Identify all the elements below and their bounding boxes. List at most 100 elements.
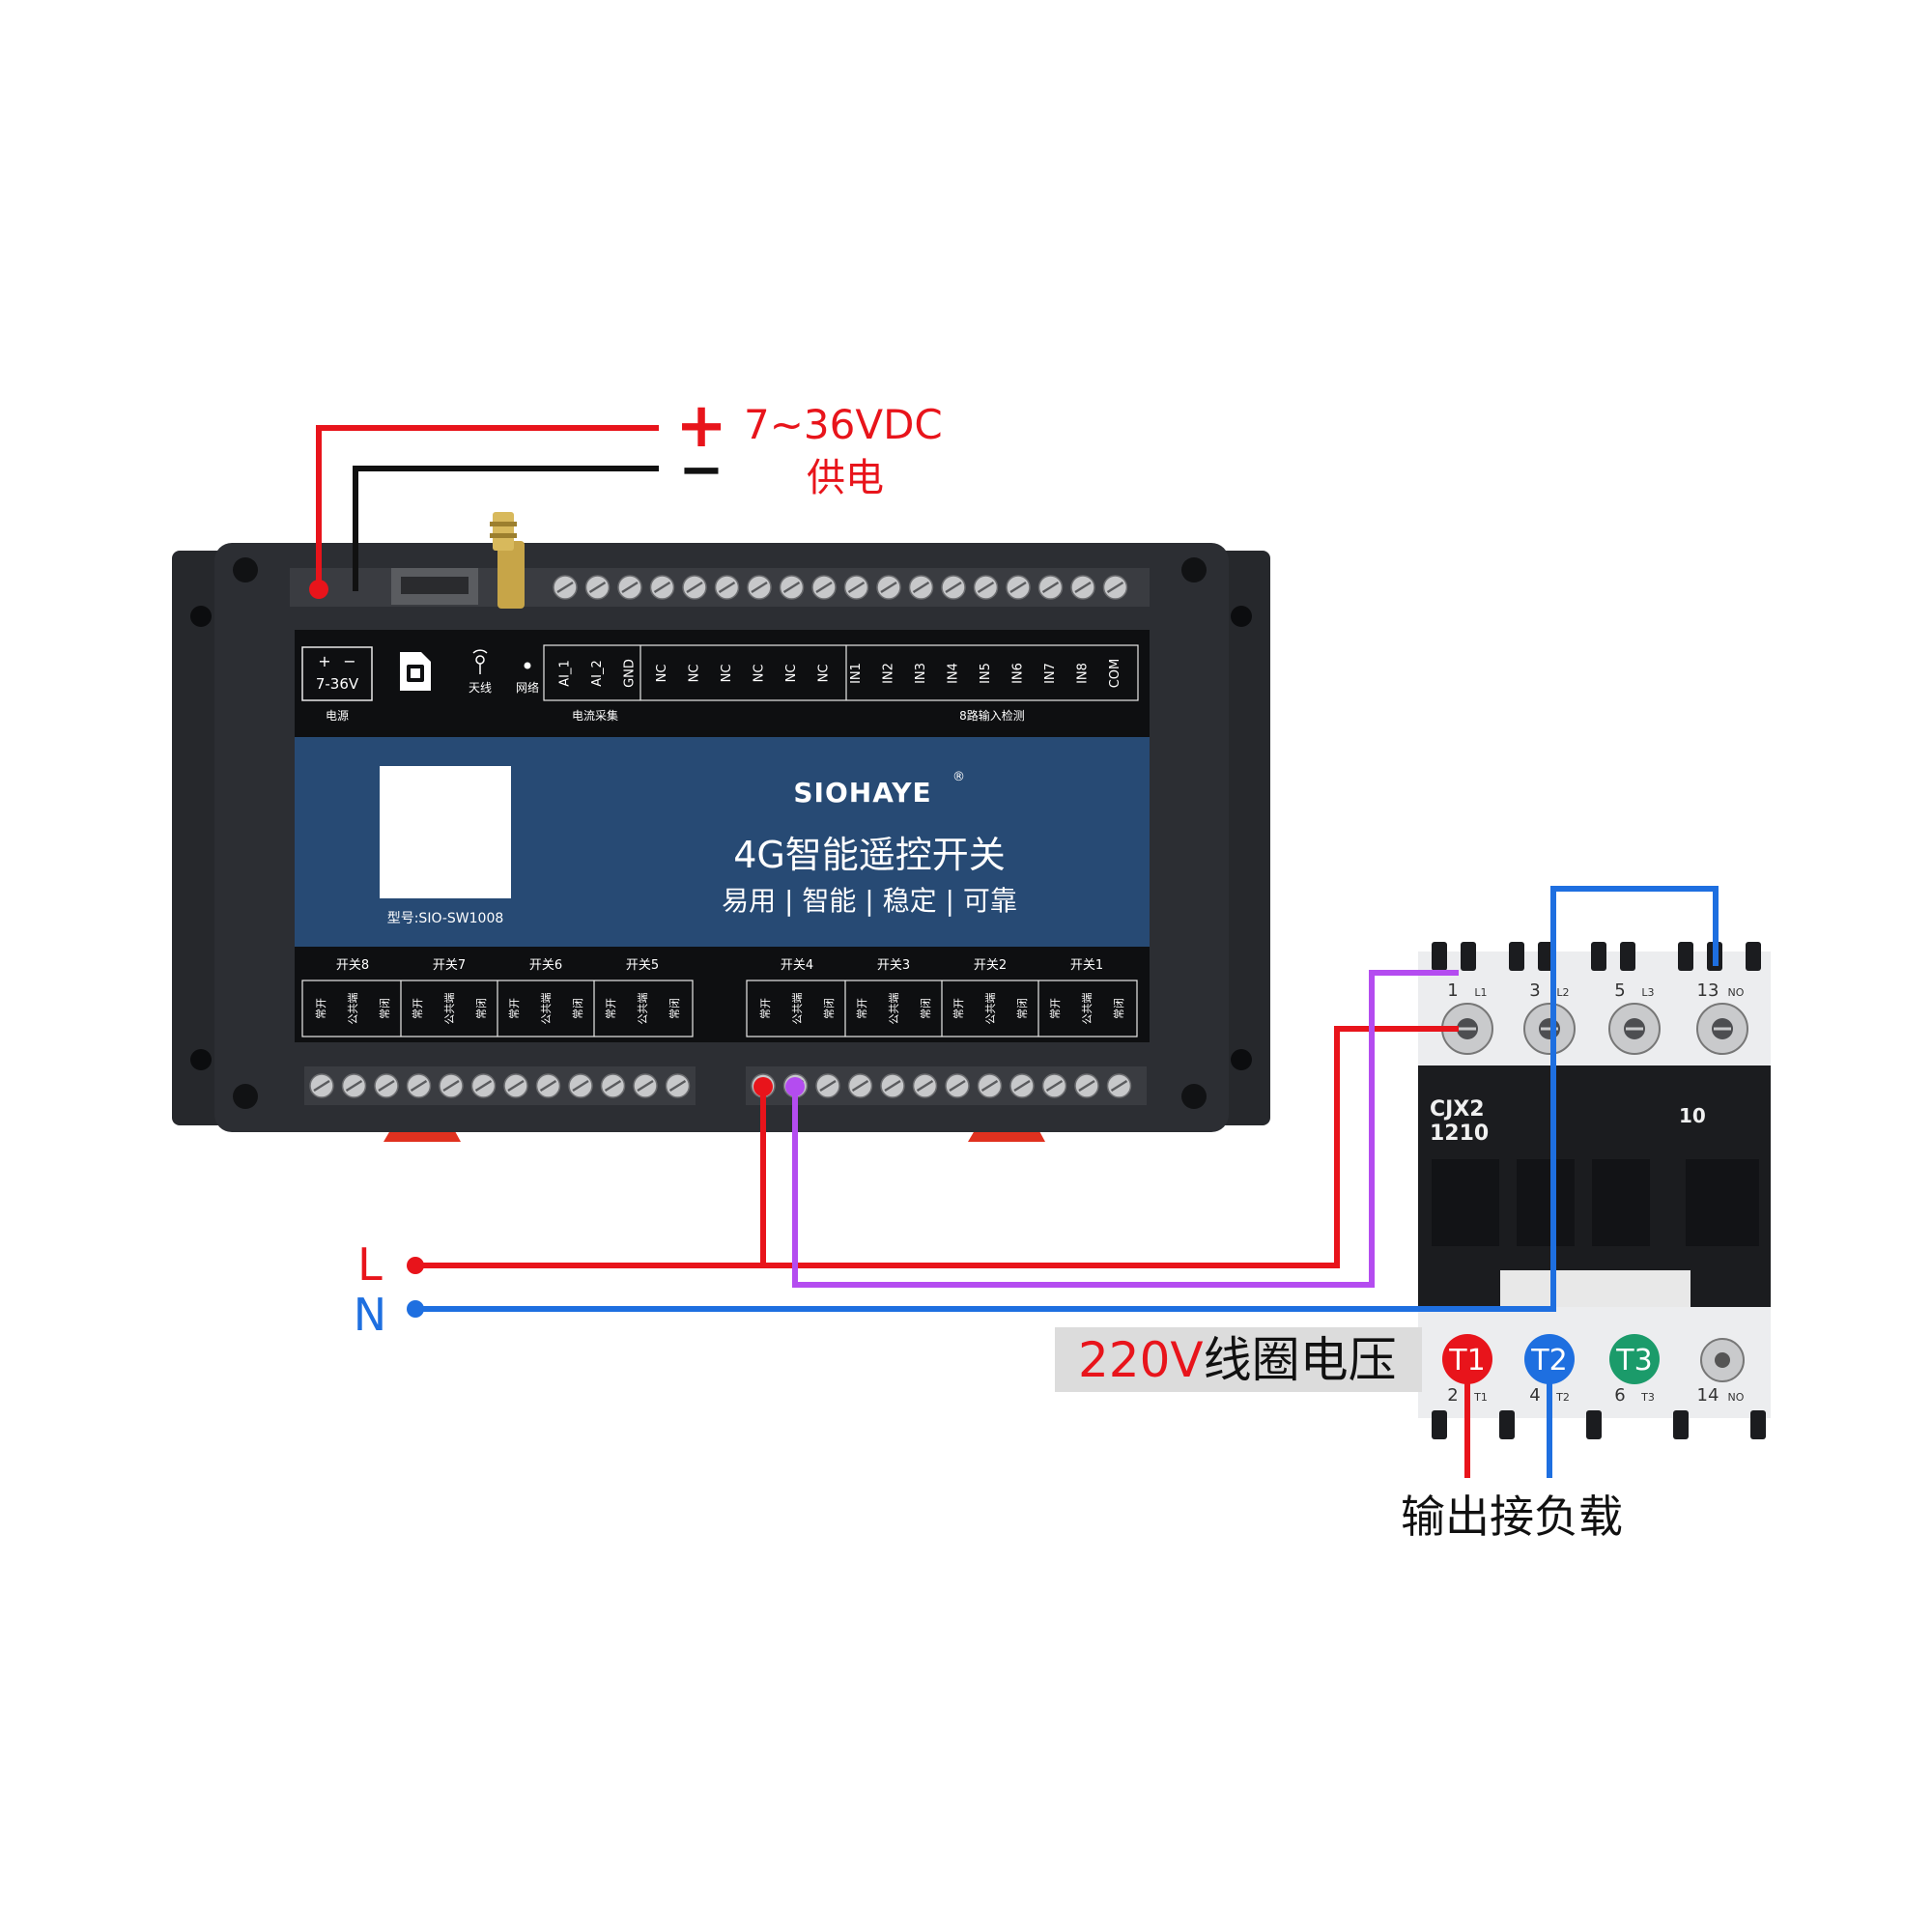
power-label: 电源 [326, 709, 349, 723]
top-terminal-screw [973, 575, 999, 600]
sim-slot-inner [401, 577, 469, 594]
bottom-terminal-screw [406, 1073, 432, 1098]
bottom-terminal-screw [503, 1073, 528, 1098]
top-terminal-screw [553, 575, 578, 600]
mount-hole-tl [190, 606, 212, 627]
bottom-terminal-screw [977, 1073, 1003, 1098]
registered-mark: ® [952, 770, 965, 784]
top-pin-label: NC [784, 665, 799, 683]
bottom-terminal-screw [1041, 1073, 1067, 1098]
output-load-label: 输出接负载 [1401, 1491, 1623, 1543]
qr-code-placeholder [380, 766, 511, 898]
bottom-terminal-screw [1009, 1073, 1035, 1098]
contactor-terminal-number: 4 [1529, 1385, 1540, 1406]
bottom-terminal-screw [633, 1073, 658, 1098]
mount-hole-bl [190, 1049, 212, 1070]
neutral-end-dot [407, 1300, 424, 1318]
contactor-terminal-code: L1 [1474, 986, 1487, 999]
top-terminal-screw [1037, 575, 1064, 600]
mount-hole-br [1231, 1049, 1252, 1070]
contactor-terminal-code: NO [1728, 1391, 1745, 1404]
switch-pin-label: 常闭 [823, 998, 836, 1019]
contactor-top-screw [1608, 1003, 1661, 1055]
contactor-bottom-tab [1673, 1410, 1689, 1439]
contactor-terminal-code: L2 [1556, 986, 1569, 999]
contactor-top-tabs [1432, 942, 1761, 971]
bottom-terminal-screw [439, 1073, 464, 1098]
bottom-terminal-screw [470, 1073, 497, 1098]
bottom-terminal-screw [1074, 1073, 1099, 1098]
switch-pin-label: 公共端 [443, 993, 456, 1025]
top-pin-label: IN2 [882, 663, 896, 684]
contactor-terminal-code: T3 [1640, 1391, 1655, 1404]
contactor-top-screw [1441, 1003, 1493, 1055]
switch-group-label: 开关3 [877, 958, 910, 973]
sim-card-icon [400, 652, 431, 691]
positive-wire [316, 425, 659, 591]
switch-pin-label: 常闭 [1113, 998, 1125, 1019]
coil-voltage-number: 220V线圈电压 [1078, 1332, 1397, 1388]
contactor-window-2 [1517, 1159, 1575, 1246]
contactor-bottom-tabs [1432, 1410, 1766, 1439]
negative-wire [353, 466, 659, 591]
power-terminal-voltage: 7-36V [316, 675, 359, 693]
switch-pin-label: 公共端 [888, 993, 900, 1025]
bottom-terminal-screw [1106, 1073, 1132, 1098]
switch-pin-label: 常闭 [668, 998, 681, 1019]
contactor-model-line1: CJX2 [1430, 1097, 1485, 1122]
antenna-icon [472, 649, 488, 674]
model-number: 型号:SIO-SW1008 [387, 911, 504, 926]
top-terminal-screw [1006, 575, 1031, 600]
contactor-terminal-code: L3 [1641, 986, 1654, 999]
antenna-label: 天线 [469, 681, 492, 695]
top-pin-label: NC [817, 665, 832, 683]
switch-pin-label: 常开 [759, 998, 772, 1019]
switch-pin-label: 常闭 [379, 998, 391, 1019]
contactor-terminal-number: 2 [1447, 1385, 1458, 1406]
corner-screw-bl [233, 1084, 258, 1109]
bottom-terminal-screw [600, 1073, 626, 1098]
switched-wire [792, 970, 1459, 1288]
antenna-connector-icon [490, 512, 525, 609]
contactor-bottom-tab [1750, 1410, 1766, 1439]
switch-pin-label: 常开 [508, 998, 521, 1019]
switch-pin-label: 常闭 [920, 998, 932, 1019]
current-group-label: 电流采集 [572, 708, 618, 723]
contactor-terminal-code: T2 [1555, 1391, 1570, 1404]
bottom-terminal-strip-left [304, 1066, 696, 1105]
switch-pin-label: 常闭 [475, 998, 488, 1019]
network-label: 网络 [516, 680, 539, 695]
contactor-top-tab [1509, 942, 1524, 971]
top-pin-label: NC [655, 665, 669, 683]
contactor-terminal-number: 14 [1697, 1385, 1719, 1406]
switch-pin-label: 常开 [856, 998, 868, 1019]
top-pin-label: NC [688, 665, 702, 683]
switch-group-label: 开关1 [1070, 958, 1103, 973]
bottom-terminal-screw [665, 1073, 691, 1098]
power-plus-sign: + [675, 390, 727, 462]
contactor-terminal-number: 13 [1697, 980, 1719, 1001]
top-pin-label: IN4 [947, 663, 961, 684]
switch-pin-label: 常开 [412, 998, 424, 1019]
top-pin-label: AI_2 [590, 660, 605, 687]
contactor-top-tab [1620, 942, 1635, 971]
line-label: L [357, 1238, 383, 1291]
top-terminal-screw [941, 575, 966, 600]
power-minus-sign: − [679, 439, 724, 501]
contactor-top-tab [1746, 942, 1761, 971]
top-pin-label: IN6 [1011, 663, 1026, 684]
power-minus-mark: − [343, 652, 355, 670]
top-pin-label: IN8 [1076, 663, 1091, 684]
bottom-terminal-screw [374, 1073, 399, 1098]
neutral-label: N [354, 1289, 386, 1341]
no14-screw-center [1715, 1352, 1730, 1368]
product-name: 4G智能遥控开关 [733, 834, 1006, 876]
bottom-terminal-screw [568, 1073, 593, 1098]
switch-group-label: 开关6 [529, 958, 562, 973]
network-led-icon [524, 662, 531, 669]
switch-group-label: 开关8 [336, 958, 369, 973]
corner-screw-tr [1181, 557, 1207, 582]
